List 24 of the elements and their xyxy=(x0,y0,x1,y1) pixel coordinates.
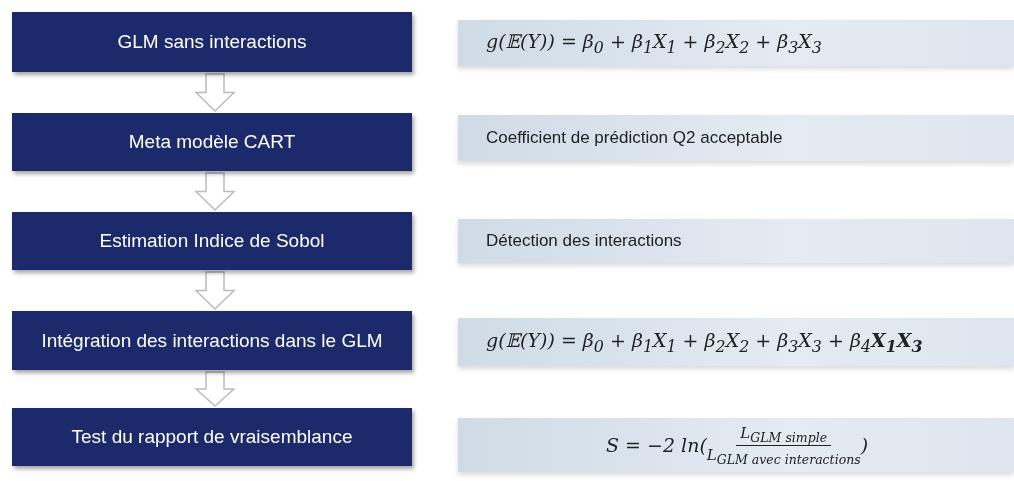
note-box xyxy=(458,318,1014,366)
arrow xyxy=(194,172,236,212)
note-box xyxy=(458,219,1014,263)
label-text: Estimation Indice de Sobol xyxy=(99,230,325,252)
note-box xyxy=(458,418,1014,472)
note-box xyxy=(458,115,1014,161)
arrow xyxy=(194,73,236,113)
formula: S = −2 ln( L$_{GLM simple}$ L$_{GLM avec interactions}$ ) xyxy=(606,423,869,467)
arrow xyxy=(194,271,236,311)
step-box xyxy=(12,12,412,72)
step-box xyxy=(12,311,412,370)
label-text: Coefficient de prédiction Q2 acceptable xyxy=(486,128,783,148)
step-box xyxy=(12,408,412,466)
label-text: Meta modèle CART xyxy=(128,131,296,153)
label-text: GLM sans interactions xyxy=(117,31,307,53)
note-box xyxy=(458,20,1014,66)
label-text: Test du rapport de vraisemblance xyxy=(71,426,353,448)
label-text: Intégration des interactions dans le GLM xyxy=(41,329,383,352)
formula: g(𝔼(Y)) = β$_{0}$ + β$_{1}$X$_{1}$ + β$_{2}$X$_{2}$ + β$_{3}$X$_{3}$ xyxy=(486,29,822,57)
step-box xyxy=(12,113,412,171)
arrow xyxy=(194,371,236,407)
formula: g(𝔼(Y)) = β$_{0}$ + β$_{1}$X$_{1}$ + β$_{2}$X$_{2}$ + β$_{3}$X$_{3}$ + β$_{4}$X$_{1}$X$_{3}$ xyxy=(486,328,923,356)
label-text: Détection des interactions xyxy=(486,231,682,251)
step-box xyxy=(12,212,412,270)
